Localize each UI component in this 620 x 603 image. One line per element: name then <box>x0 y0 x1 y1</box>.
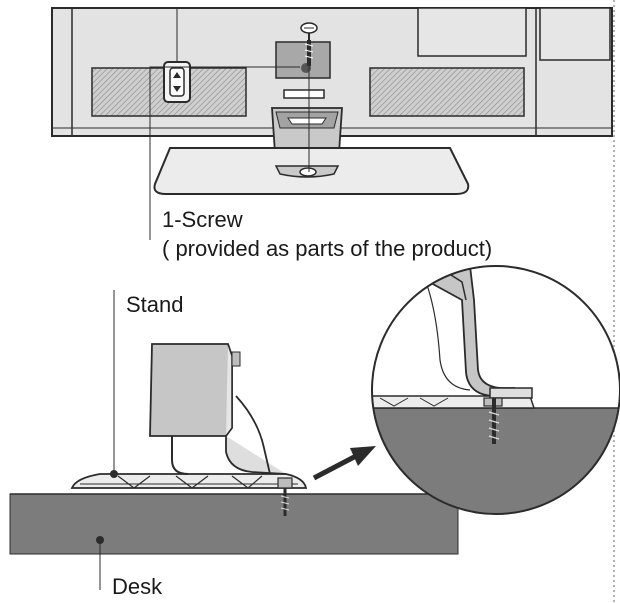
desk <box>9 493 459 555</box>
cable-holder-clip <box>163 61 191 103</box>
desk-leader-dot <box>96 536 104 544</box>
screw-label: 1-Screw <box>162 207 243 232</box>
stand-label: Stand <box>126 292 184 317</box>
desk-label: Desk <box>112 574 163 599</box>
screw-note-label: ( provided as parts of the product) <box>162 236 493 261</box>
screw-bracket <box>275 41 331 79</box>
screw-leader-line <box>149 66 300 240</box>
hatched-vent-right <box>369 67 525 117</box>
stand-base-top <box>153 147 470 195</box>
zoom-arrow <box>312 446 376 481</box>
stand-leader-dot <box>110 470 118 478</box>
stand-side-view <box>70 343 308 489</box>
screw-in-desk <box>280 488 290 516</box>
screw-top <box>300 22 318 66</box>
